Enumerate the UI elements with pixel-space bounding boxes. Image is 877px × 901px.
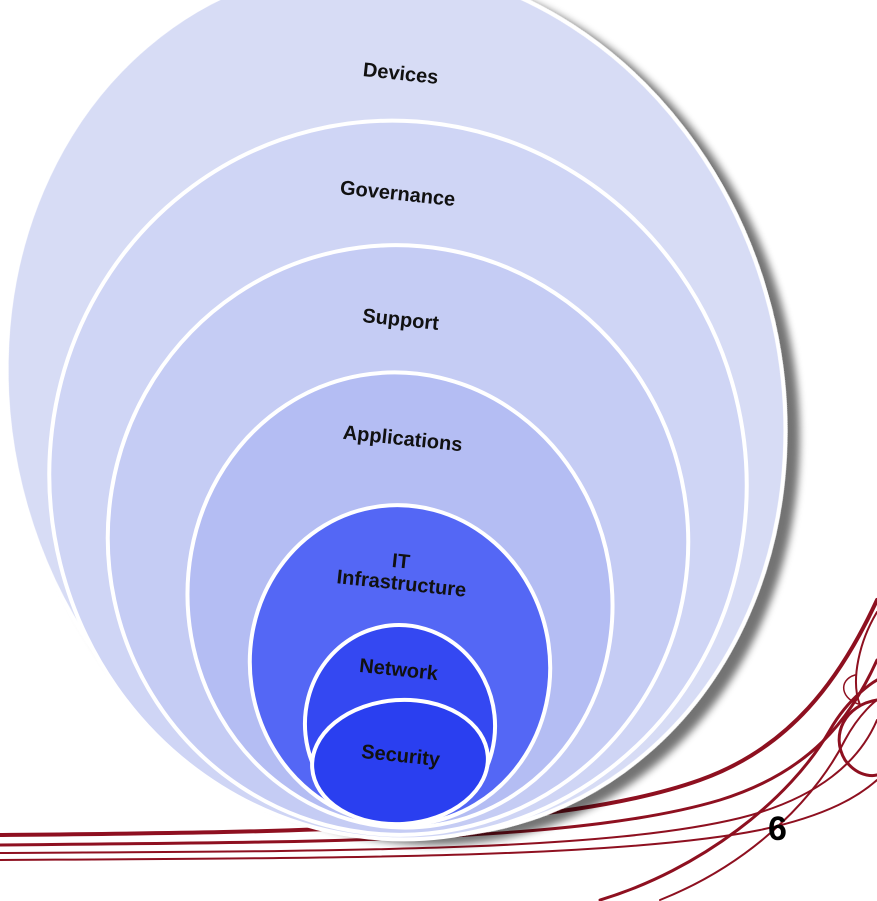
layer-security-shape <box>310 697 490 827</box>
swirl-line <box>659 699 877 901</box>
layer-label-it-infrastructure-line-1: IT <box>391 550 411 574</box>
swirl-curl <box>837 698 877 778</box>
swirl-line <box>0 598 877 837</box>
swirl-line <box>0 779 877 861</box>
swirl-curl <box>855 611 877 706</box>
swirl-line <box>598 678 877 901</box>
swirl-line <box>0 719 877 854</box>
swirl-line <box>0 658 877 847</box>
swirl-curl <box>843 674 863 706</box>
decorative-swirl <box>0 598 877 901</box>
page-number: 6 <box>768 810 787 848</box>
